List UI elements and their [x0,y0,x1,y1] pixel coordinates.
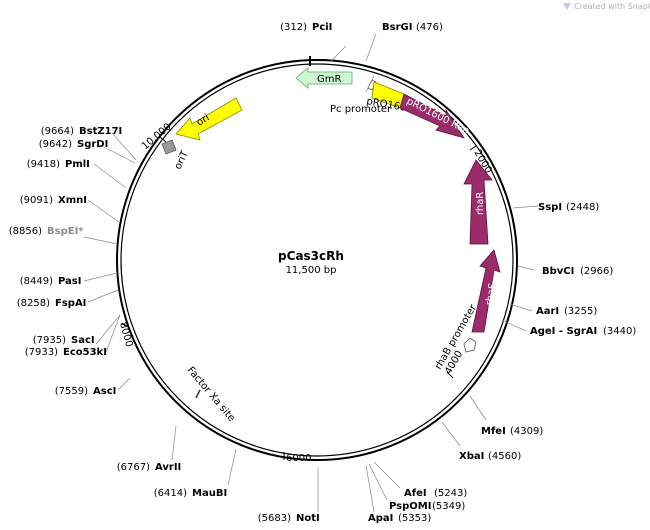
factor-xa-label: Factor Xa site [185,365,237,424]
site-bsrgi-enzyme[interactable]: BsrGI [382,22,412,33]
site-asci-pos: (7559) [55,386,88,397]
site-fspai-pos: (8258) [17,298,50,309]
site-maubi-enzyme[interactable]: MauBI [192,488,227,499]
site-pmli-pos: (9418) [27,159,60,170]
site-pasi-enzyme[interactable]: PasI [58,276,81,287]
site-fspai-enzyme[interactable]: FspAI [55,298,86,309]
site-mfei-pos: (4309) [510,426,543,437]
rhab-promoter-feature[interactable] [463,337,477,353]
site-pspomi-pos: (5349) [432,501,465,512]
site-leader-lines [83,33,539,513]
site-bsrgi-pos: (476) [416,22,443,33]
site-saci-pos: (7935) [33,335,66,346]
site-xmni-enzyme[interactable]: XmnI [58,195,87,206]
site-eco53ki-pos: (7933) [25,347,58,358]
snapgene-logo-icon [563,3,571,10]
site-agei-sgrai-enzyme[interactable]: AgeI - SgrAI [530,326,597,337]
site-aari-pos: (3255) [564,306,597,317]
site-pcii-enzyme[interactable]: PciI [312,22,332,33]
site-bbvci-enzyme[interactable]: BbvCI [542,266,574,277]
gmr-label: GmR [317,74,341,85]
rhas-label: rhaS [484,282,499,306]
plasmid-name: pCas3cRh [278,249,344,263]
site-eco53ki-enzyme[interactable]: Eco53kI [63,347,107,358]
site-pspomi-enzyme[interactable]: PspOMI [389,501,431,512]
site-noti-pos: (5683) [258,513,291,524]
rhar-feature[interactable]: rhaR [463,159,493,245]
position-ticks: 2000 4000 6000 8000 10,000 [117,121,494,464]
site-bspei-pos: (8856) [9,226,42,237]
factor-xa-feature[interactable]: Factor Xa site [185,365,237,424]
site-saci-enzyme[interactable]: SacI [71,335,95,346]
plasmid-size: 11,500 bp [286,265,337,276]
site-avrii-enzyme[interactable]: AvrII [155,462,181,473]
site-avrii-pos: (6767) [117,462,150,473]
site-noti-enzyme[interactable]: NotI [296,513,320,524]
site-bstz17i-enzyme[interactable]: BstZ17I [79,126,122,137]
ori-feature[interactable]: ori [175,97,243,141]
backbone-outer [116,59,518,461]
watermark-text: Created with SnapGene® [574,2,650,11]
rhar-label: rhaR [475,192,486,215]
backbone-inner [120,63,514,457]
site-xmni-pos: (9091) [20,195,53,206]
site-afei-pos: (5243) [434,488,467,499]
site-sgrdi-pos: (9642) [39,139,72,150]
site-aari-enzyme[interactable]: AarI [536,306,559,317]
orit-label: oriT [173,148,191,171]
site-asci-enzyme[interactable]: AscI [93,386,116,397]
site-pasi-pos: (8449) [20,276,53,287]
site-bbvci-pos: (2966) [580,266,613,277]
site-sspi-enzyme[interactable]: SspI [538,202,562,213]
site-apai-pos: (5353) [398,513,431,524]
gmr-feature[interactable]: GmR [295,67,353,89]
rhas-feature[interactable]: rhaS [471,249,501,333]
site-bspei-enzyme[interactable]: BspEI* [47,226,84,237]
site-pmli-enzyme[interactable]: PmlI [65,159,90,170]
tick-6000: 6000 [286,453,311,464]
site-xbai-enzyme[interactable]: XbaI [459,451,484,462]
site-mfei-enzyme[interactable]: MfeI [481,426,506,437]
site-xbai-pos: (4560) [488,451,521,462]
pro1600-rep-feature[interactable]: pRO1600 Rep [399,93,471,139]
orit-feature[interactable]: oriT [161,139,191,171]
site-maubi-pos: (6414) [154,488,187,499]
site-pcii-pos: (312) [280,22,307,33]
site-apai-enzyme[interactable]: ApaI [368,513,393,524]
site-sgrdi-enzyme[interactable]: SgrDI [77,139,108,150]
pc-promoter-label: Pc promoter [330,104,392,115]
site-bstz17i-pos: (9664) [41,126,74,137]
site-sspi-pos: (2448) [566,202,599,213]
site-afei-enzyme[interactable]: AfeI [404,488,427,499]
site-agei-sgrai-pos: (3440) [603,326,636,337]
